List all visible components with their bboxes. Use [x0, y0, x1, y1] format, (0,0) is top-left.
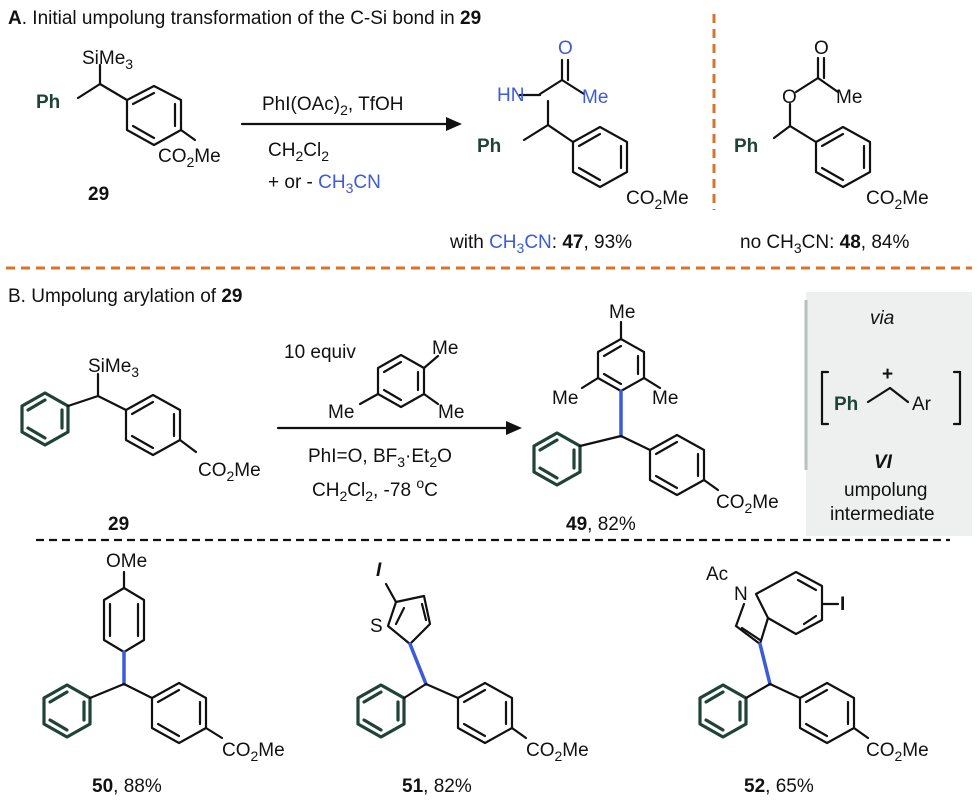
cation-aryl-label: Ar [912, 394, 932, 415]
compound-48: O O Me Ph CO2Me [734, 38, 929, 212]
amide-nh-label: HN [497, 85, 524, 106]
carbonyl-oxygen-label: O [814, 38, 829, 59]
methoxy-label: OMe [106, 551, 147, 572]
mesityl-methyl-left: Me [552, 388, 578, 409]
reaction-arrow-a: PhI(OAc)2, TfOH CH2Cl2 + or - CH3CN [240, 94, 462, 196]
phenyl-label: Ph [734, 136, 758, 157]
intermediate-desc-line2: intermediate [830, 504, 935, 525]
product-yield-50: 50, 88% [92, 776, 162, 797]
reagent-oxidant-a: PhI(OAc)2, TfOH [262, 94, 404, 118]
mesitylene-methyl-left: Me [328, 402, 354, 423]
cation-phenyl-label: Ph [834, 394, 858, 415]
ester-label: CO2Me [526, 740, 589, 764]
compound-47: HN O Me Ph CO2Me [477, 38, 689, 212]
ester-label: CO2Me [222, 740, 285, 764]
compound-29-a: SiMe3 Ph CO2Me 29 [36, 48, 221, 205]
reagent-oxidant-b: PhI=O, BF3·Et2O [308, 446, 452, 470]
indole-nitrogen-label: N [734, 584, 748, 605]
reaction-arrow-b: 10 equiv Me Me Me PhI=O, BF3·Et2O CH2Cl2… [276, 338, 522, 504]
ester-label: CO2Me [626, 188, 689, 212]
ester-label: CO2Me [198, 460, 261, 484]
reagent-acetonitrile-option: + or - CH3CN [268, 172, 381, 196]
intermediate-desc-line1: umpolung [844, 480, 927, 501]
mesitylene-methyl-right: Me [438, 402, 464, 423]
compound-52: Ac N I CO2Me 52, 65% [698, 564, 929, 797]
amide-oxygen-label: O [558, 38, 573, 59]
acetyl-label: Ac [706, 564, 728, 585]
iodo-label: I [376, 560, 382, 581]
compound-label-29-a: 29 [88, 184, 109, 205]
section-b-title: B. Umpolung arylation of 29 [8, 286, 242, 307]
compound-49: Me Me Me CO2Me 49, 82% [532, 302, 779, 535]
thiophene-sulfur-label: S [370, 616, 383, 637]
ester-oxygen-label: O [782, 87, 797, 108]
ester-label: CO2Me [716, 492, 779, 516]
silyl-group-label: SiMe3 [88, 356, 139, 380]
compound-50: OMe CO2Me 50, 88% [42, 551, 285, 797]
yield-48: no CH3CN: 48, 84% [740, 232, 909, 256]
phenyl-label: Ph [477, 136, 501, 157]
silyl-group-label: SiMe3 [82, 48, 133, 72]
reagent-solvent-a: CH2Cl2 [268, 140, 329, 164]
amide-methyl-label: Me [582, 87, 608, 108]
mesityl-methyl-top: Me [609, 302, 635, 323]
ester-label: CO2Me [158, 146, 221, 170]
yield-47: with CH3CN: 47, 93% [449, 232, 632, 256]
mesitylene-methyl-top: Me [432, 338, 458, 359]
compound-29-b: SiMe3 CO2Me 29 [20, 356, 261, 535]
section-a-title: A. Initial umpolung transformation of th… [8, 8, 481, 29]
compound-label-29-b: 29 [108, 514, 129, 535]
indole-iodo-label: I [840, 594, 845, 615]
cation-charge: + [882, 364, 893, 385]
ester-label: CO2Me [866, 740, 929, 764]
reagent-conditions-b: CH2Cl2, -78 oC [312, 475, 438, 504]
acetyl-methyl-label: Me [836, 87, 862, 108]
product-yield-51: 51, 82% [402, 776, 472, 797]
compound-51: I S CO2Me 51, 82% [356, 560, 589, 797]
product-yield-52: 52, 65% [744, 776, 814, 797]
mesityl-methyl-right: Me [652, 388, 678, 409]
via-label: via [870, 308, 894, 329]
phenyl-label: Ph [36, 92, 60, 113]
ester-label: CO2Me [866, 188, 929, 212]
intermediate-panel: via Ph + Ar VI umpolung intermediate [804, 292, 972, 536]
reagent-equiv: 10 equiv [284, 342, 356, 363]
intermediate-label-vi: VI [874, 452, 893, 473]
product-yield-49: 49, 82% [566, 514, 636, 535]
